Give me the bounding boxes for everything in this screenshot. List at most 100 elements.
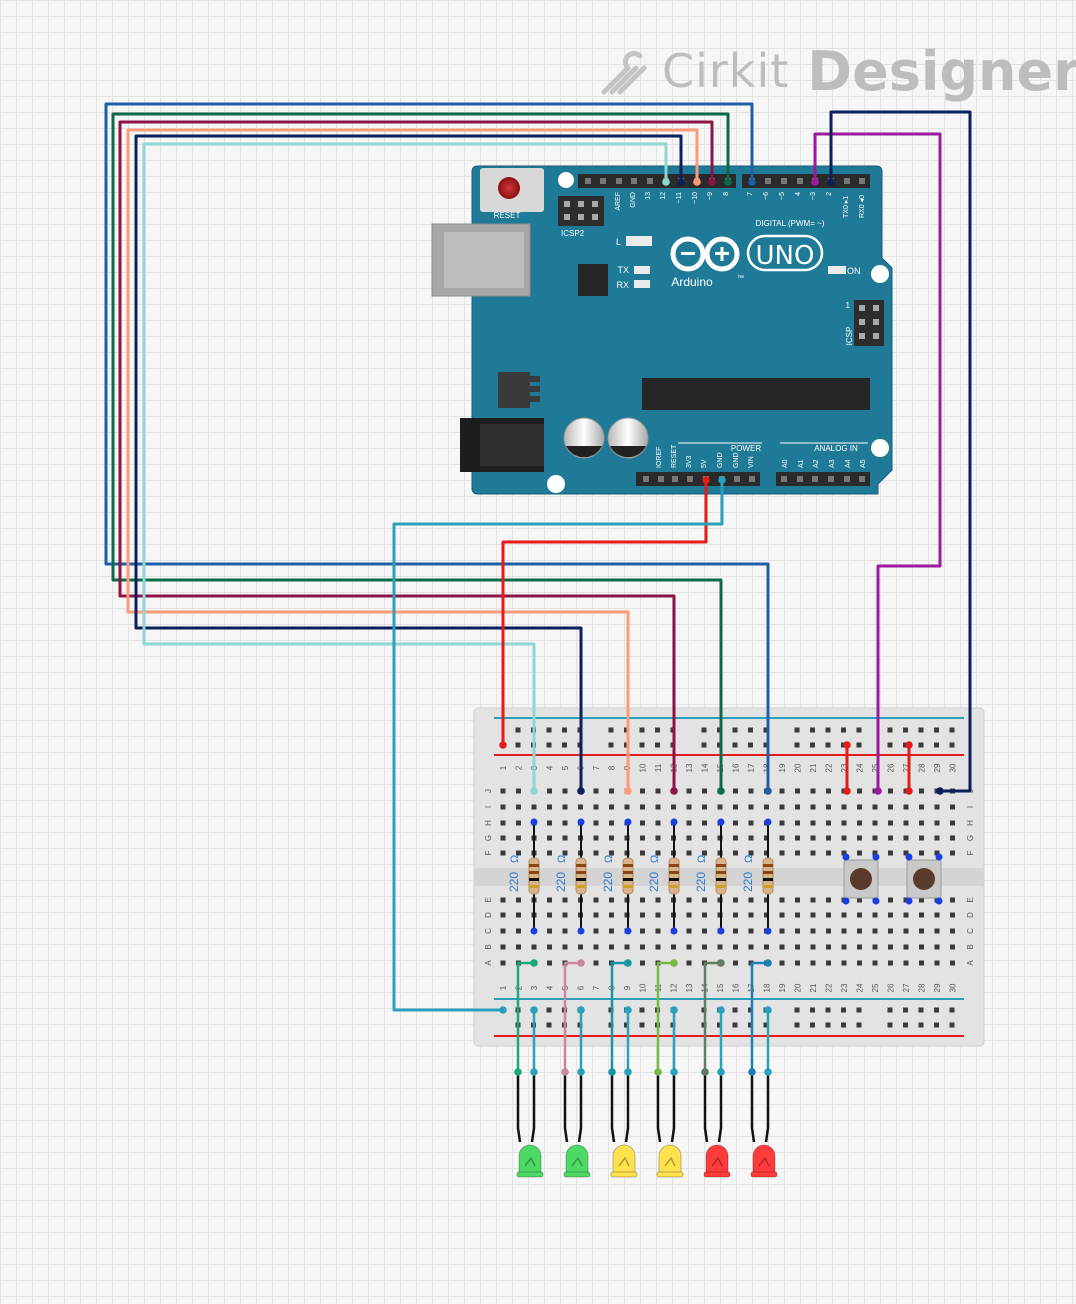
breadboard-hole[interactable]	[748, 727, 753, 733]
wire-led-anode[interactable]	[703, 961, 723, 1074]
breadboard-hole[interactable]	[593, 912, 599, 918]
breadboard-hole[interactable]	[888, 912, 893, 918]
breadboard-hole[interactable]	[810, 727, 815, 733]
breadboard-hole[interactable]	[903, 850, 909, 856]
header-pin[interactable]	[616, 178, 622, 184]
header-pin[interactable]	[647, 178, 653, 184]
breadboard-hole[interactable]	[624, 804, 630, 810]
breadboard-hole[interactable]	[841, 1007, 846, 1013]
breadboard-hole[interactable]	[655, 835, 661, 841]
breadboard-hole[interactable]	[562, 897, 568, 903]
breadboard-hole[interactable]	[748, 788, 754, 794]
breadboard-hole[interactable]	[779, 804, 785, 810]
breadboard-hole[interactable]	[919, 820, 924, 826]
breadboard-hole[interactable]	[934, 820, 940, 826]
breadboard-hole[interactable]	[764, 835, 769, 841]
breadboard-hole[interactable]	[903, 944, 909, 950]
breadboard-hole[interactable]	[950, 960, 955, 966]
breadboard-hole[interactable]	[748, 928, 754, 934]
breadboard-hole[interactable]	[655, 912, 661, 918]
header-pin[interactable]	[781, 178, 787, 184]
breadboard-hole[interactable]	[733, 928, 738, 934]
header-pin[interactable]	[781, 476, 787, 482]
breadboard-hole[interactable]	[934, 912, 940, 918]
breadboard-hole[interactable]	[919, 928, 924, 934]
breadboard-hole[interactable]	[732, 1022, 738, 1028]
breadboard-hole[interactable]	[934, 928, 940, 934]
breadboard-hole[interactable]	[702, 944, 707, 950]
breadboard-hole[interactable]	[732, 742, 738, 748]
breadboard-hole[interactable]	[500, 912, 506, 918]
breadboard-hole[interactable]	[748, 820, 754, 826]
breadboard-hole[interactable]	[733, 850, 738, 856]
breadboard-hole[interactable]	[950, 928, 955, 934]
breadboard-hole[interactable]	[562, 912, 568, 918]
breadboard-hole[interactable]	[794, 1022, 800, 1028]
breadboard-hole[interactable]	[655, 944, 661, 950]
breadboard-hole[interactable]	[795, 820, 800, 826]
breadboard-hole[interactable]	[888, 850, 893, 856]
header-pin[interactable]	[600, 178, 606, 184]
breadboard-hole[interactable]	[872, 960, 878, 966]
breadboard-hole[interactable]	[779, 788, 785, 794]
breadboard-hole[interactable]	[562, 928, 568, 934]
breadboard-hole[interactable]	[841, 820, 847, 826]
breadboard-hole[interactable]	[733, 944, 738, 950]
breadboard-hole[interactable]	[639, 1022, 645, 1028]
breadboard-hole[interactable]	[826, 897, 831, 903]
breadboard-hole[interactable]	[950, 850, 955, 856]
breadboard-hole[interactable]	[547, 788, 552, 794]
breadboard-hole[interactable]	[872, 850, 878, 856]
breadboard-hole[interactable]	[856, 1007, 862, 1013]
icsp-pin[interactable]	[578, 214, 584, 220]
breadboard-hole[interactable]	[686, 960, 692, 966]
breadboard-hole[interactable]	[547, 960, 552, 966]
breadboard-hole[interactable]	[872, 944, 878, 950]
breadboard-hole[interactable]	[500, 804, 506, 810]
breadboard-hole[interactable]	[887, 1007, 893, 1013]
breadboard-hole[interactable]	[857, 850, 862, 856]
breadboard-hole[interactable]	[500, 820, 506, 826]
icsp-pin[interactable]	[873, 333, 879, 339]
breadboard-hole[interactable]	[593, 897, 599, 903]
breadboard-hole[interactable]	[748, 944, 754, 950]
breadboard-hole[interactable]	[655, 820, 661, 826]
breadboard-hole[interactable]	[919, 897, 924, 903]
wire-pin8-to-col15[interactable]	[111, 112, 730, 793]
breadboard-hole[interactable]	[640, 820, 645, 826]
breadboard-hole[interactable]	[500, 928, 506, 934]
breadboard-hole[interactable]	[640, 804, 645, 810]
breadboard-hole[interactable]	[872, 912, 878, 918]
breadboard-hole[interactable]	[547, 944, 552, 950]
breadboard-hole[interactable]	[934, 1022, 939, 1028]
breadboard-hole[interactable]	[764, 804, 769, 810]
led[interactable]	[514, 1068, 544, 1178]
breadboard-hole[interactable]	[640, 912, 645, 918]
breadboard-hole[interactable]	[810, 835, 816, 841]
reset-button[interactable]	[498, 177, 520, 199]
breadboard-hole[interactable]	[562, 742, 567, 748]
breadboard-hole[interactable]	[655, 727, 660, 733]
breadboard-hole[interactable]	[841, 928, 847, 934]
breadboard-hole[interactable]	[593, 820, 599, 826]
breadboard-hole[interactable]	[795, 804, 800, 810]
breadboard-hole[interactable]	[888, 944, 893, 950]
breadboard-hole[interactable]	[841, 850, 847, 856]
breadboard-hole[interactable]	[887, 727, 893, 733]
wire-pin2-to-col29[interactable]	[829, 110, 972, 793]
breadboard-hole[interactable]	[949, 742, 955, 748]
breadboard-hole[interactable]	[856, 727, 862, 733]
header-pin[interactable]	[734, 476, 740, 482]
breadboard-hole[interactable]	[919, 804, 924, 810]
breadboard-hole[interactable]	[531, 804, 537, 810]
wire-pin10-to-col9[interactable]	[126, 128, 699, 793]
breadboard-hole[interactable]	[763, 1022, 769, 1028]
icsp-pin[interactable]	[873, 305, 879, 311]
breadboard-hole[interactable]	[686, 804, 692, 810]
pushbutton[interactable]	[842, 853, 880, 905]
wire-led-anode[interactable]	[563, 961, 583, 1074]
breadboard-hole[interactable]	[779, 944, 785, 950]
breadboard-hole[interactable]	[826, 912, 831, 918]
